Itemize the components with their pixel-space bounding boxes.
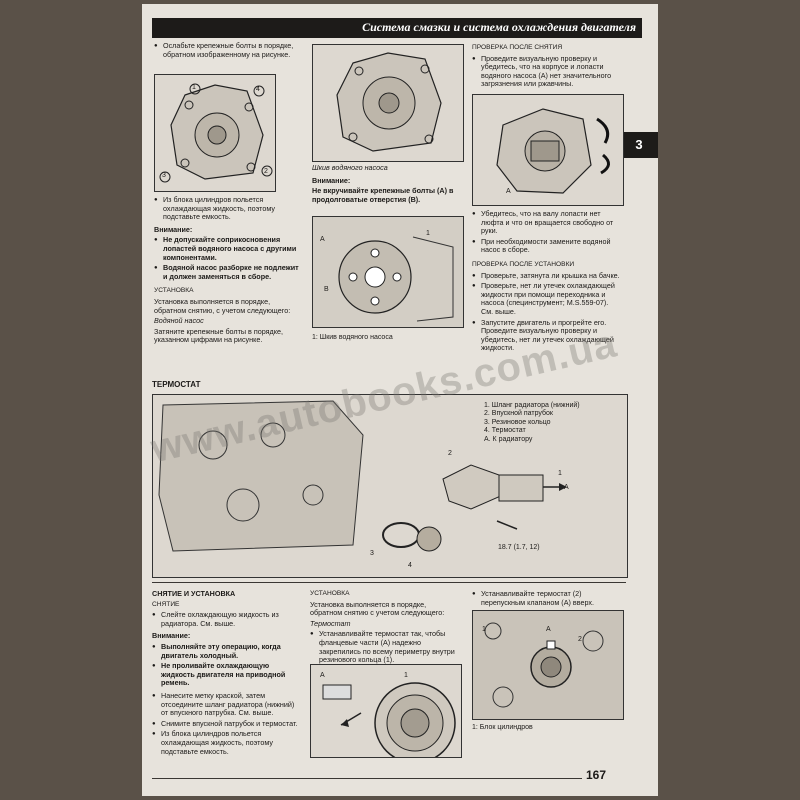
ring-label-a: A bbox=[320, 672, 325, 679]
chapter-tab: 3 bbox=[620, 132, 658, 158]
warning-no-disassembly: Водяной насос разборке не подлежит и дол… bbox=[154, 263, 302, 281]
thermostat-label-a: A bbox=[564, 484, 569, 491]
bolt-label-3: 3 bbox=[162, 172, 166, 179]
thermostat-label-3: 3 bbox=[370, 550, 374, 557]
thermostat-ring-figure bbox=[310, 664, 462, 758]
cylinder-block-diagram bbox=[473, 611, 623, 719]
column-3-top: ПРОВЕРКА ПОСЛЕ СНЯТИЯ Проведите визуальн… bbox=[472, 44, 618, 91]
check-leaks-tool: Проверьте, нет ли утечек охлаждающей жид… bbox=[472, 281, 622, 316]
warning-cold-engine: Выполняйте эту операцию, когда двигатель… bbox=[152, 642, 300, 660]
thermostat-section-title: ТЕРМОСТАТ bbox=[152, 380, 201, 389]
pulley-label-1: 1 bbox=[426, 230, 430, 237]
torque-value: 18.7 (1.7, 12) bbox=[498, 544, 540, 551]
pulley-fig-caption: 1: Шкив водяного насоса bbox=[312, 334, 393, 341]
mark-hose-bullet: Нанесите метку краской, затем отсоединит… bbox=[152, 691, 300, 718]
thermostat-exploded-figure bbox=[152, 394, 628, 578]
pulley-bolts-figure bbox=[312, 216, 464, 328]
legend-item-4: 4. Термостат bbox=[484, 427, 526, 435]
bottom-column-1: СНЯТИЕ И УСТАНОВКА СНЯТИЕ Слейте охлажда… bbox=[152, 589, 300, 758]
ring-label-1: 1 bbox=[404, 672, 408, 679]
check-shaft-play: Убедитесь, что на валу лопасти нет люфта… bbox=[472, 209, 622, 236]
install-subheading-2: УСТАНОВКА bbox=[310, 590, 350, 597]
page-header-title: Система смазки и система охлаждения двиг… bbox=[362, 20, 636, 34]
check-cap: Проверьте, затянута ли крышка на бачке. bbox=[472, 271, 622, 281]
thermostat-legend: 1. Шланг радиатора (нижний) 2. Впускной … bbox=[484, 402, 580, 444]
pump-rotation-diagram bbox=[496, 108, 610, 194]
block-label-1: 1 bbox=[482, 626, 486, 633]
cylinder-block-figure bbox=[472, 610, 624, 720]
pulley-label-b: B bbox=[324, 286, 329, 293]
block-label-2: 2 bbox=[578, 636, 582, 643]
column-3: Убедитесь, что на валу лопасти нет люфта… bbox=[472, 209, 622, 355]
bottom-column-2: УСТАНОВКА Установка выполняется в порядк… bbox=[310, 590, 460, 667]
attention-heading-2: Внимание: bbox=[312, 175, 351, 185]
check-warm-engine: Запустите двигатель и прогрейте его. Про… bbox=[472, 318, 622, 353]
bullet-coolant-drain: Из блока цилиндров польется охлаждающая … bbox=[154, 195, 302, 222]
pump-tighten-text: Затяните крепежные болты в порядке, указ… bbox=[154, 326, 283, 345]
pulley-caption: Шкив водяного насоса bbox=[312, 163, 388, 172]
install-text-2: Установка выполняется в порядке, обратно… bbox=[310, 599, 445, 618]
thermostat-label-1: 1 bbox=[558, 470, 562, 477]
thermostat-exploded-diagram bbox=[158, 400, 567, 552]
pump-subheading: Водяной насос bbox=[154, 316, 204, 326]
check-replace-pump: При необходимости замените водяной насос… bbox=[472, 237, 622, 255]
warning-blades: Не допускайте соприкосновения лопастей в… bbox=[154, 236, 302, 262]
block-label-a: A bbox=[546, 626, 551, 633]
section-divider bbox=[152, 582, 626, 583]
drain-coolant-bullet: Слейте охлаждающую жидкость из радиатора… bbox=[152, 610, 300, 628]
install-text: Установка выполняется в порядке, обратно… bbox=[154, 296, 291, 315]
bullet-loosen-bolts: Ослабьте крепежные болты в порядке, обра… bbox=[154, 41, 302, 59]
column-1-top: Ослабьте крепежные болты в порядке, обра… bbox=[154, 41, 302, 61]
bolt-label-2: 2 bbox=[264, 168, 268, 175]
page-number: 167 bbox=[586, 768, 607, 782]
thermostat-label-2: 2 bbox=[448, 450, 452, 457]
bolt-label-4: 4 bbox=[256, 86, 260, 93]
pump-pulley-diagram bbox=[336, 52, 442, 152]
coolant-spill-bullet: Из блока цилиндров польется охлаждающая … bbox=[152, 730, 300, 756]
pump-bolt-order-figure bbox=[154, 74, 276, 192]
footer-line bbox=[152, 778, 582, 779]
thermostat-ring-diagram bbox=[322, 682, 456, 757]
bottom-column-3: Устанавливайте термостат (2) перепускным… bbox=[472, 589, 622, 609]
check-visual-bullet: Проведите визуальную проверку и убедитес… bbox=[472, 54, 618, 89]
warning-slotted-holes: Не вкручивайте крепежные болты (А) в про… bbox=[312, 186, 454, 204]
removal-install-title: СНЯТИЕ И УСТАНОВКА bbox=[152, 589, 236, 598]
pump-bolt-diagram bbox=[159, 83, 273, 183]
column-2: Шкив водяного насоса Внимание: Не вкручи… bbox=[312, 163, 462, 206]
pulley-label-a: A bbox=[320, 236, 325, 243]
thermostat-label-4: 4 bbox=[408, 562, 412, 569]
block-caption: 1: Блок цилиндров bbox=[472, 724, 533, 731]
legend-item-a: A. К радиатору bbox=[484, 435, 533, 443]
thermostat-orientation-bullet: Устанавливайте термостат (2) перепускным… bbox=[472, 589, 622, 607]
legend-item-2: 2. Впускной патрубок bbox=[484, 410, 553, 418]
pulley-bolts-diagram bbox=[313, 217, 463, 327]
check-after-install-subheading: ПРОВЕРКА ПОСЛЕ УСТАНОВКИ bbox=[472, 260, 575, 268]
remove-inlet-bullet: Снимите впускной патрубок и термостат. bbox=[152, 719, 300, 729]
legend-item-3: 3. Резиновое кольцо bbox=[484, 418, 551, 426]
removal-subheading: СНЯТИЕ bbox=[152, 600, 180, 608]
attention-heading-3: Внимание: bbox=[152, 631, 191, 641]
header-bar bbox=[152, 18, 642, 38]
install-subheading: УСТАНОВКА bbox=[154, 287, 194, 295]
manual-page: Система смазки и система охлаждения двиг… bbox=[142, 4, 658, 796]
legend-item-1: 1. Шланг радиатора (нижний) bbox=[484, 402, 580, 409]
check-after-removal-subheading: ПРОВЕРКА ПОСЛЕ СНЯТИЯ bbox=[472, 44, 563, 51]
column-1: Из блока цилиндров польется охлаждающая … bbox=[154, 195, 302, 347]
attention-heading: Внимание: bbox=[154, 224, 193, 234]
pump-pulley-figure bbox=[312, 44, 464, 162]
thermostat-flange-bullet: Устанавливайте термостат так, чтобы флан… bbox=[310, 630, 460, 664]
pump-rotation-figure bbox=[472, 94, 624, 206]
thermostat-subheading: Термостат bbox=[310, 618, 351, 628]
rotation-label-a: A bbox=[506, 188, 511, 195]
bolt-label-1: 1 bbox=[192, 84, 196, 91]
warning-belt: Не проливайте охлаждающую жидкость двига… bbox=[152, 661, 300, 688]
